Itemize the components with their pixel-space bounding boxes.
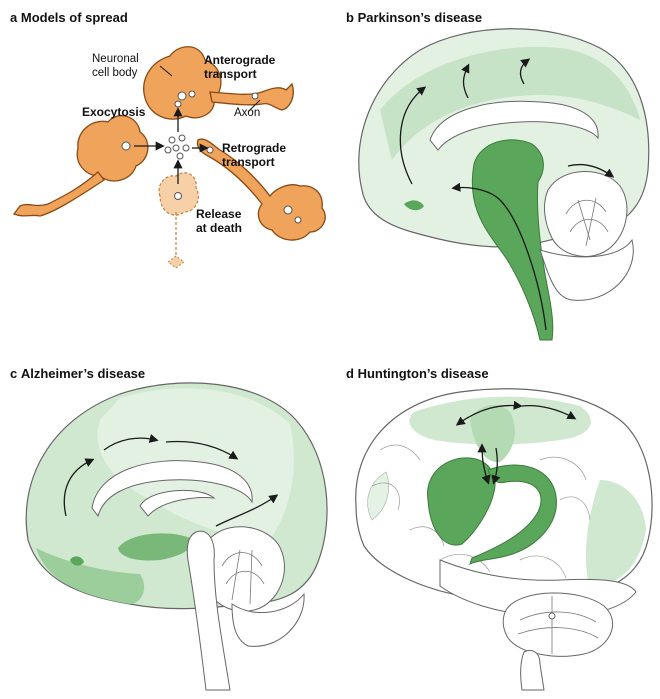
panel-a: a Models of spread	[10, 10, 325, 268]
panel-d: d Huntington’s disease	[346, 366, 652, 690]
label-exocytosis: Exocytosis	[82, 105, 146, 119]
panel-b: b Parkinson’s disease	[346, 10, 649, 340]
brain-d-brainstem	[521, 651, 544, 691]
label-anterograde: Anterograde	[204, 53, 276, 67]
released-particles	[165, 135, 189, 159]
label-release: Release	[196, 207, 242, 221]
brain-b-cerebellum	[545, 171, 627, 256]
panel-b-label: b Parkinson’s disease	[346, 10, 482, 25]
label-cell-body: cell body	[92, 67, 138, 79]
label-neuronal: Neuronal	[92, 53, 139, 65]
label-anterograde-transport: transport	[204, 67, 257, 81]
panel-d-label: d Huntington’s disease	[346, 366, 489, 381]
panel-c-label: c Alzheimer’s disease	[10, 366, 145, 381]
brain-d-cerebellum	[503, 593, 612, 656]
label-at-death: at death	[196, 221, 242, 235]
neuron-dying	[159, 173, 198, 268]
label-retrograde: Retrograde	[222, 141, 286, 155]
neuron-left	[14, 116, 148, 216]
panel-c: c Alzheimer’s disease	[10, 366, 327, 690]
panel-a-label: a Models of spread	[10, 10, 128, 25]
label-retrograde-transport: transport	[222, 155, 275, 169]
label-axon: Axon	[234, 107, 260, 119]
